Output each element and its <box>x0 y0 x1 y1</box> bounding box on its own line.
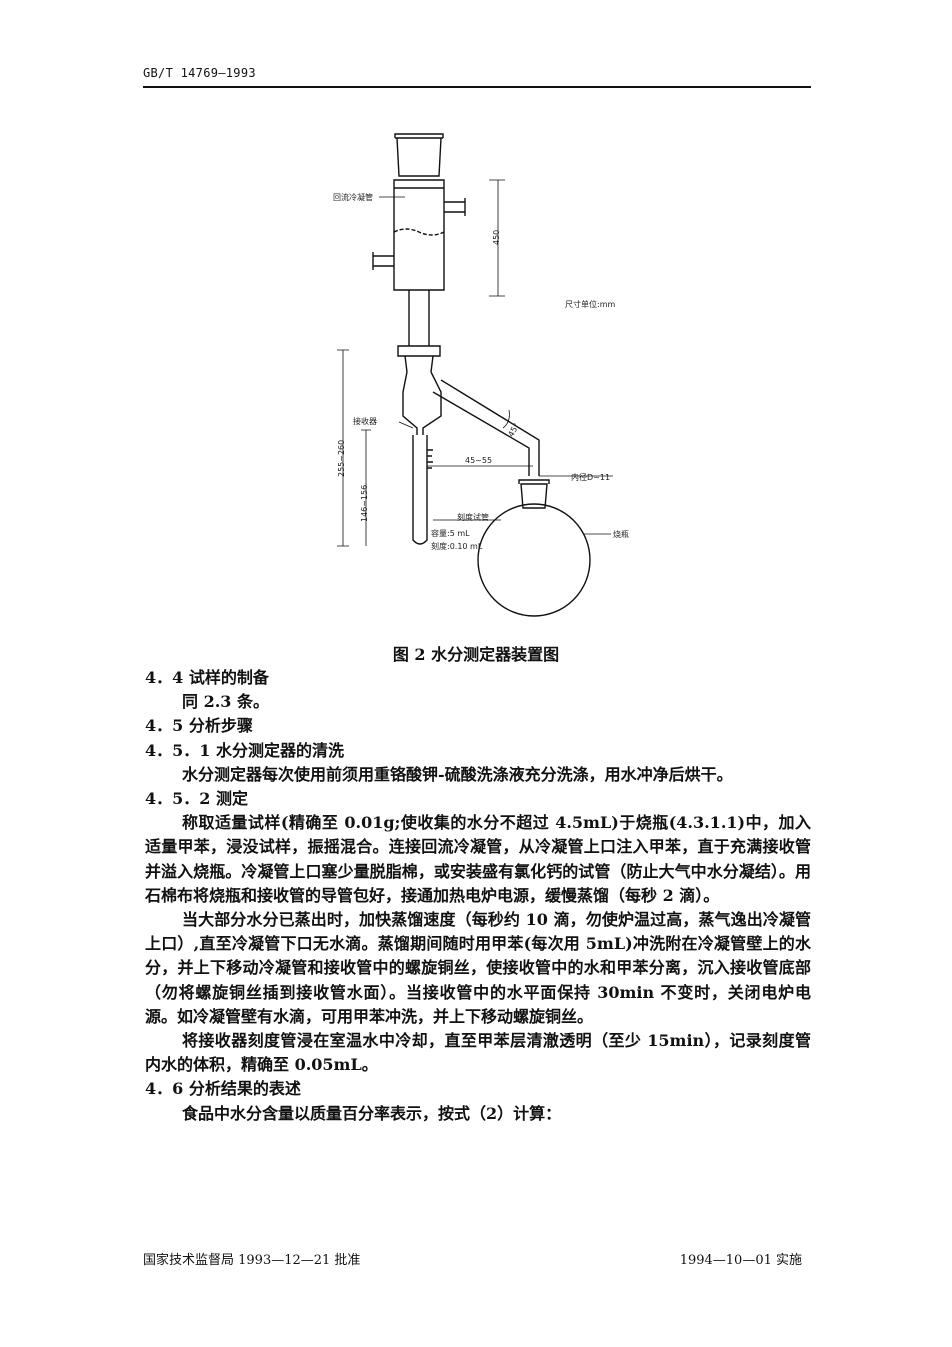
angle-arc <box>502 409 510 429</box>
label-dim-255: 255~260 <box>337 440 346 477</box>
tube-ticks <box>427 449 433 469</box>
section-4-6-heading: 4．6 分析结果的表述 <box>145 1079 301 1099</box>
condenser-top-rim <box>394 133 444 138</box>
apparatus-diagram: 回流冷凝管 450 尺寸单位:mm 接收器 255~260 45~55 45° … <box>333 133 629 617</box>
round-flask <box>477 503 591 617</box>
label-flask: 烧瓶 <box>613 529 629 539</box>
label-unit: 尺寸单位:mm <box>565 299 615 309</box>
condenser-jacket <box>393 179 445 291</box>
label-receiver: 接收器 <box>353 416 377 426</box>
section-4-5-heading: 4．5 分析步骤 <box>145 716 253 736</box>
condenser-jacket-wave <box>393 228 445 236</box>
dim-146-line <box>361 429 371 546</box>
receiver-joint <box>397 345 441 357</box>
section-4-5-2-paragraph-3: 将接收器刻度管浸在室温水中冷却，直至甲苯层清澈透明（至少 15min），记录刻度… <box>145 1031 811 1075</box>
receiver-neck <box>404 355 434 373</box>
figure-caption: 图 2 水分测定器装置图 <box>392 645 560 664</box>
section-4-4-text: 同 2.3 条。 <box>182 692 269 712</box>
footer-approval: 国家技术监督局 1993—12—21 批准 <box>143 1253 361 1268</box>
section-4-5-2-heading: 4．5．2 测定 <box>145 789 248 809</box>
label-scale: 刻度:0.10 mL <box>431 541 483 551</box>
document-body: 4．4 试样的制备 同 2.3 条。 4．5 分析步骤 4．5．1 水分测定器的… <box>145 666 811 1126</box>
apparatus-figure: 回流冷凝管 450 尺寸单位:mm 接收器 255~260 45~55 45° … <box>143 110 811 630</box>
receiver-leader <box>398 421 414 429</box>
header-rule <box>143 86 811 88</box>
label-inner-diameter: 内径D~11 <box>571 472 610 482</box>
condenser-top-socket <box>395 137 443 177</box>
condenser-upper-port <box>444 198 466 216</box>
label-tube: 刻度试管 <box>457 512 489 522</box>
receiver-body <box>402 371 442 435</box>
label-dim-45-55: 45~55 <box>465 456 492 465</box>
label-capacity: 容量:5 mL <box>431 528 470 538</box>
section-4-5-1-text: 水分测定器每次使用前须用重铬酸钾-硫酸洗涤液充分洗涤，用水冲净后烘干。 <box>182 764 733 784</box>
flask-joint <box>520 483 548 509</box>
footer-implementation: 1994—10—01 实施 <box>679 1253 802 1268</box>
section-4-5-1-heading: 4．5．1 水分测定器的清洗 <box>145 740 344 760</box>
condenser-inner-tube <box>408 290 430 346</box>
section-4-5-2-paragraph-1: 称取适量试样(精确至 0.01g;使收集的水分不超过 4.5mL)于烧瓶(4.3… <box>145 813 811 905</box>
graduated-tube <box>412 435 428 545</box>
section-4-4-heading: 4．4 试样的制备 <box>145 668 269 687</box>
label-dim-450: 450 <box>492 230 501 245</box>
label-condenser: 回流冷凝管 <box>333 192 373 202</box>
dim-255-line <box>337 349 349 547</box>
condenser-lower-port <box>372 252 394 270</box>
dim-450-line <box>489 179 505 297</box>
label-angle: 45° <box>506 422 521 439</box>
section-4-6-text: 食品中水分含量以质量百分率表示，按式（2）计算： <box>182 1103 562 1123</box>
side-arm <box>432 379 540 476</box>
standard-code: GB/T 14769—1993 <box>143 66 256 80</box>
section-4-5-2-paragraph-2: 当大部分水分已蒸出时，加快蒸馏速度（每秒约 10 滴，勿使炉温过高，蒸气逸出冷凝… <box>145 910 811 1026</box>
label-dim-146: 146~156 <box>360 485 369 522</box>
flask-joint-rim <box>518 479 550 484</box>
